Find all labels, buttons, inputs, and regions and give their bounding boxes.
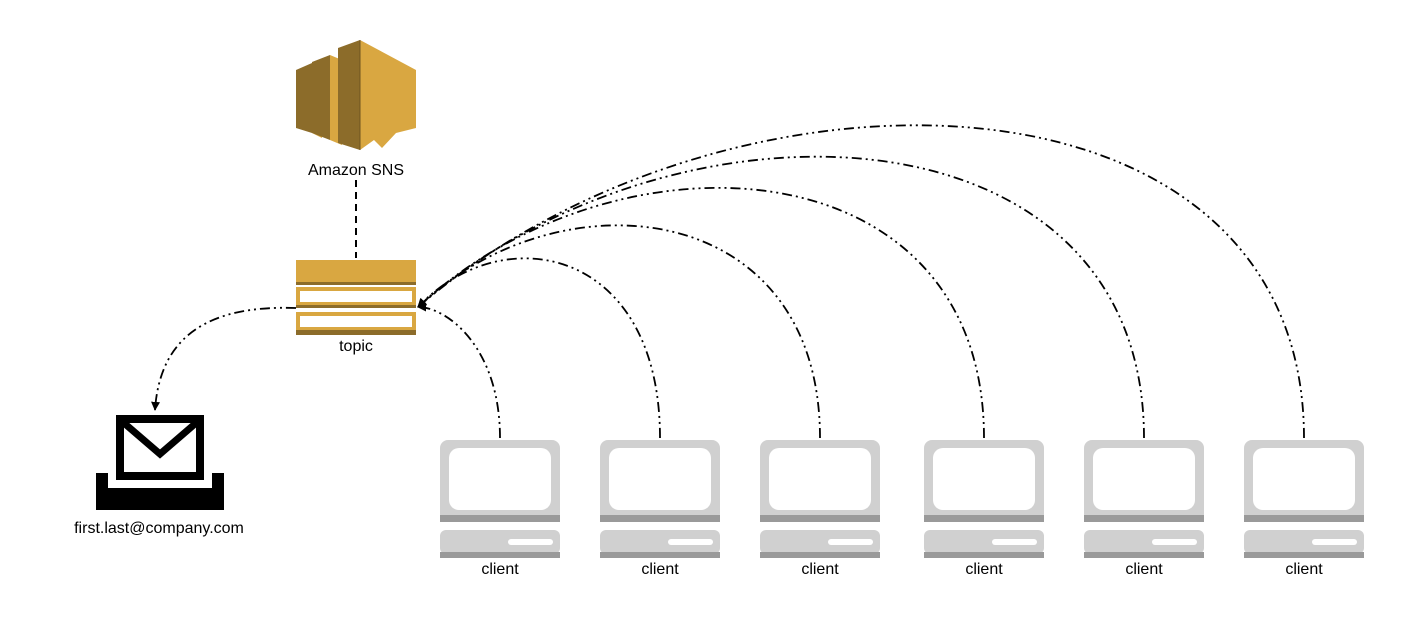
- client-to-topic-arrow: [417, 155, 1145, 439]
- amazon-sns-icon: [296, 40, 416, 150]
- email-inbox-icon: [96, 415, 224, 510]
- client-label: client: [481, 561, 519, 578]
- client-computer-icon: client: [600, 440, 720, 578]
- client-group: client client client client client client: [440, 440, 1364, 578]
- client-label: client: [1285, 561, 1323, 578]
- email-address-label: first.last@company.com: [74, 520, 244, 537]
- client-computer-icon: client: [760, 440, 880, 578]
- client-to-topic-arrow: [417, 124, 1305, 439]
- client-computer-icon: client: [1084, 440, 1204, 578]
- client-to-topic-arrow: [417, 257, 661, 439]
- topic-label: topic: [339, 338, 373, 355]
- client-label: client: [801, 561, 839, 578]
- client-to-topic-arrow: [417, 302, 501, 439]
- client-computer-icon: client: [924, 440, 1044, 578]
- client-computer-icon: client: [440, 440, 560, 578]
- client-to-topic-arrow: [417, 224, 821, 439]
- amazon-sns-label: Amazon SNS: [308, 162, 404, 179]
- client-links: [417, 124, 1305, 439]
- client-to-topic-arrow: [417, 186, 985, 439]
- client-label: client: [965, 561, 1003, 578]
- topic-to-email-arrow: [151, 306, 297, 411]
- client-label: client: [641, 561, 679, 578]
- client-label: client: [1125, 561, 1163, 578]
- sns-topic-icon: [296, 260, 416, 335]
- client-computer-icon: client: [1244, 440, 1364, 578]
